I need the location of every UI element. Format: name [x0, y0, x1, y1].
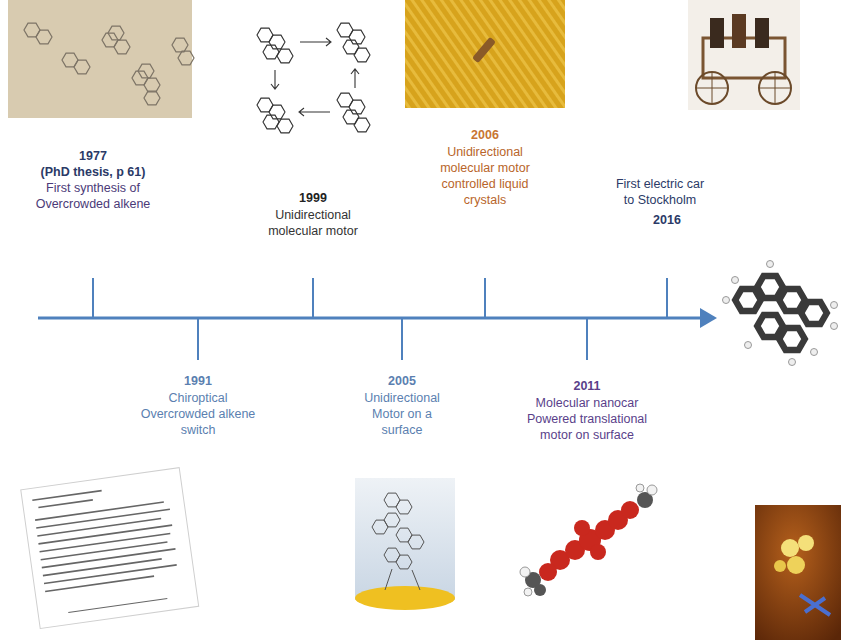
- helicene-molecule: [723, 261, 838, 366]
- year-label: 1991: [138, 373, 258, 389]
- source-note: (PhD thesis, p 61): [23, 164, 163, 180]
- milestone-text: First synthesis of Overcrowded alkene: [31, 180, 156, 212]
- year-label: 1999: [258, 190, 368, 206]
- year-label: 2005: [347, 373, 457, 389]
- milestone-text: Chiroptical Overcrowded alkene switch: [138, 390, 258, 438]
- year-label: 2011: [517, 378, 657, 394]
- motor-scheme: [257, 23, 370, 133]
- year-label: 2016: [627, 212, 707, 228]
- timeline-axis: [38, 278, 717, 360]
- milestone-text: Molecular nanocar Powered translational …: [517, 395, 657, 443]
- milestone-text: Unidirectional molecular motor: [263, 207, 363, 239]
- thesis-photo: [8, 0, 194, 118]
- liquid-crystal-photo: [405, 0, 565, 108]
- surface-motor-structure: [355, 478, 455, 610]
- milestone-text: Unidirectional molecular motor controlle…: [435, 144, 535, 208]
- nanocar-model: [520, 484, 657, 596]
- journal-page: [21, 468, 199, 629]
- year-label: 2006: [430, 127, 540, 143]
- milestone-text: First electric car to Stockholm: [612, 176, 708, 208]
- milestone-text: Unidirectional Motor on a surface: [352, 390, 452, 438]
- year-label: 1977: [23, 148, 163, 164]
- electric-car-photo: [688, 0, 800, 110]
- stm-image: [755, 505, 841, 640]
